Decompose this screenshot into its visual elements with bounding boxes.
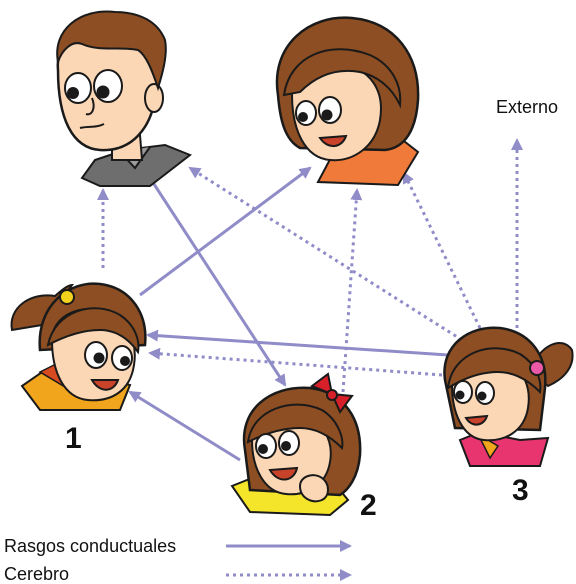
legend-behavioral-label: Rasgos conductuales: [4, 536, 176, 556]
child-1-number: 1: [65, 422, 82, 455]
child-2-number: 2: [360, 489, 377, 522]
legend-brain-label: Cerebro: [4, 564, 69, 584]
solid-arrow-child1-to-mother: [139, 166, 312, 297]
external-label: Externo: [496, 97, 558, 117]
dotted-arrow-child3-to-father: [188, 166, 463, 342]
father-face-icon: [56, 10, 192, 187]
mother-face-icon: [275, 16, 420, 187]
solid-arrow-child2-to-child1: [128, 390, 241, 462]
solid-arrow-child3-to-child1: [146, 329, 449, 357]
child-3-face-icon: [443, 326, 574, 467]
dotted-arrow-child3-to-child1: [148, 347, 443, 377]
child-1-face-icon: [10, 282, 147, 411]
legend: Rasgos conductuales Cerebro: [4, 536, 352, 584]
solid-arrow-father-to-child2: [148, 177, 287, 387]
dotted-arrow-child3-to-mother: [402, 171, 482, 329]
dotted-arrow-child2-to-mother: [341, 188, 363, 393]
child-2-face-icon: [230, 372, 362, 517]
arrows: [97, 138, 523, 462]
child-3-number: 3: [512, 474, 529, 507]
